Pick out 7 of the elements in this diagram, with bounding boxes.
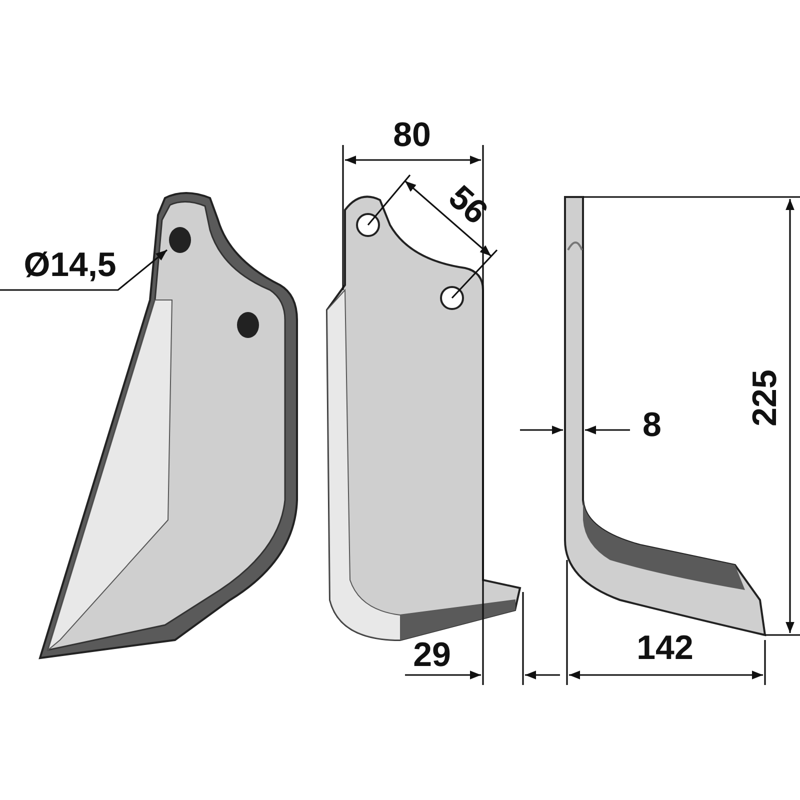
dimension-label: 142 (636, 631, 694, 665)
dimension-label: 8 (642, 408, 662, 442)
dimension-label: 29 (413, 638, 451, 672)
dimension-label: 56 (442, 180, 494, 230)
dimension-label: Ø14,5 (24, 248, 116, 282)
dimension-label: 80 (393, 118, 431, 152)
dimension-label: 225 (748, 370, 782, 426)
